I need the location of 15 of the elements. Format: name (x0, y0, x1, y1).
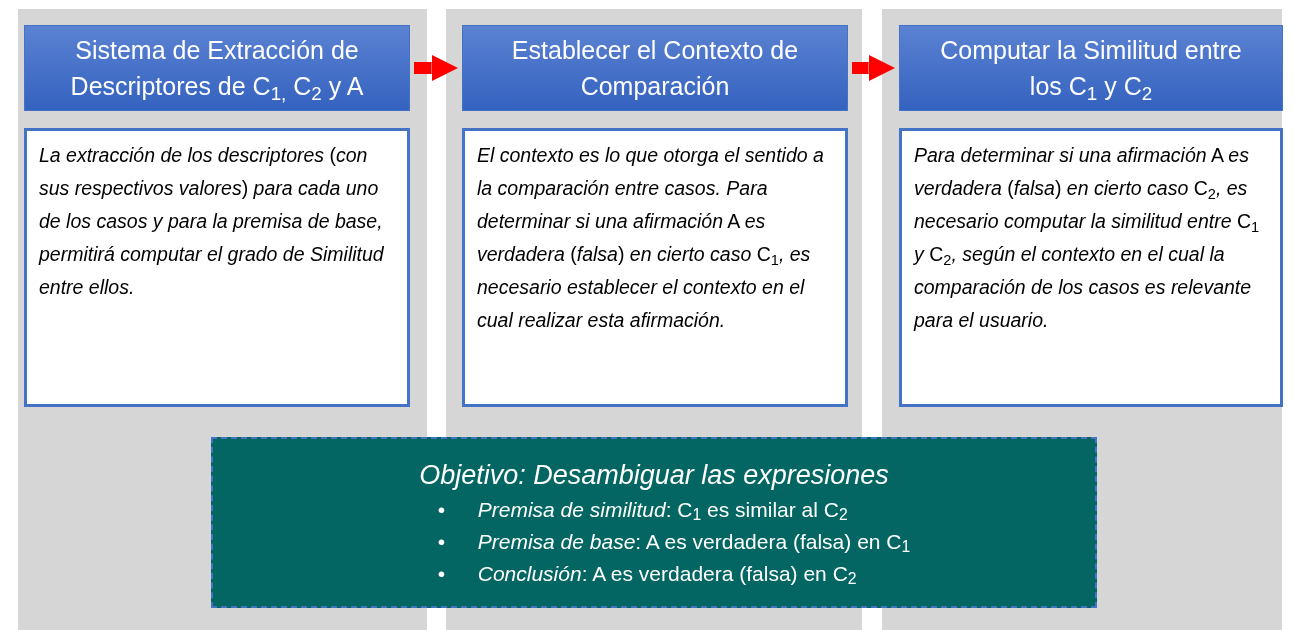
arrow (852, 54, 895, 82)
bullet-item: Conclusión: A es verdadera (falsa) en C$_{2}$ (477, 560, 857, 590)
description-box: El contexto es lo que otorga el sentido a la comparación entre casos. Para determinar si una afirmación A es verdadera (falsa) en cierto caso C$_{1}$, es necesario establecer el contexto en el cual realizar esta afirmación. (462, 128, 848, 407)
step-header: Sistema de Extracción de Descriptores de C$_{1,}$ C$_{2}$ y A (24, 25, 410, 111)
step-header: Computar la Similitud entre los C$_{1}$ y C$_{2}$ (899, 25, 1283, 111)
description-box: La extracción de los descriptores (con sus respectivos valores) para cada uno de los casos y para la premisa de base, permitirá computar el grado de Similitud entre ellos. (24, 128, 410, 407)
step-header: Establecer el Contexto de Comparación (462, 25, 848, 111)
arrow (414, 54, 458, 82)
bullet-marker: • (437, 560, 447, 587)
bullet-marker: • (437, 528, 447, 555)
objective-heading: Objetivo: Desambiguar las expresiones (419, 458, 889, 492)
description-box: Para determinar si una afirmación A es verdadera (falsa) en cierto caso C$_{2}$, es necesario computar la similitud entre C$_{1}$ y C$_{2}$, según el contexto en el cual la comparación de los casos es relevante para el usuario. (899, 128, 1283, 407)
bullet-item: Premisa de similitud: C$_{1}$ es similar al C$_{2}$ (477, 496, 848, 526)
bullet-item: Premisa de base: A es verdadera (falsa) en C$_{1}$ (477, 528, 911, 558)
bullet-marker: • (437, 496, 447, 523)
